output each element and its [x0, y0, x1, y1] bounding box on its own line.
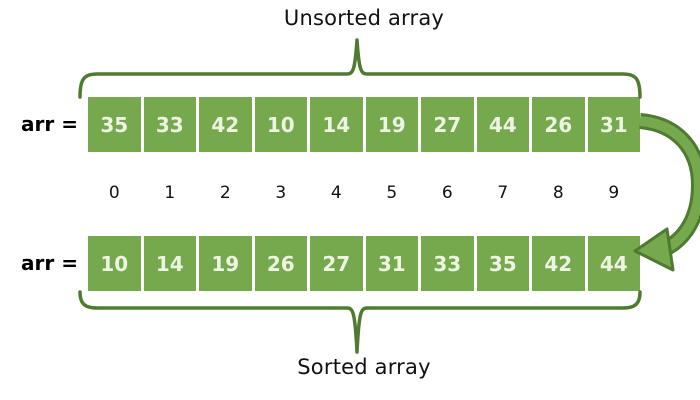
curved-arrow-band-outline: [638, 113, 700, 262]
array-cell: 35: [476, 236, 529, 291]
array-cell: 35: [88, 97, 141, 152]
index-row: 0 1 2 3 4 5 6 7 8 9: [88, 181, 640, 205]
top-brace-icon: [78, 38, 642, 99]
unsorted-array-row: 35 33 42 10 14 19 27 44 26 31: [88, 97, 640, 152]
array-cell: 26: [532, 97, 585, 152]
array-cell: 26: [254, 236, 307, 291]
array-cell: 27: [310, 236, 363, 291]
curved-arrow-icon: [633, 113, 700, 272]
sorted-array-label: arr =: [21, 251, 78, 275]
unsorted-array-label: arr =: [21, 112, 78, 136]
sorted-array-row: 10 14 19 26 27 31 33 35 42 44: [88, 236, 640, 291]
array-cell: 10: [88, 236, 141, 291]
index-label: 2: [219, 183, 231, 203]
bottom-brace-icon: [78, 290, 642, 354]
array-cell: 27: [421, 97, 474, 152]
array-cell: 31: [587, 97, 640, 152]
array-cell: 14: [310, 97, 363, 152]
array-cell: 42: [532, 236, 585, 291]
array-cell: 33: [421, 236, 474, 291]
array-cell: 19: [199, 236, 252, 291]
array-cell: 33: [143, 97, 196, 152]
unsorted-array-title: Unsorted array: [283, 6, 445, 30]
curved-arrow-band-fill: [639, 116, 700, 259]
index-label: 1: [164, 183, 176, 203]
array-cell: 42: [199, 97, 252, 152]
index-label: 3: [275, 183, 287, 203]
array-cell: 31: [365, 236, 418, 291]
array-cell: 19: [365, 97, 418, 152]
index-label: 0: [108, 183, 120, 203]
sorted-array-title: Sorted array: [297, 355, 431, 379]
index-label: 9: [608, 183, 620, 203]
array-cell: 44: [587, 236, 640, 291]
index-label: 5: [386, 183, 398, 203]
curved-arrow-head: [633, 227, 675, 272]
index-label: 8: [552, 183, 564, 203]
index-label: 7: [497, 183, 509, 203]
array-cell: 14: [143, 236, 196, 291]
array-cell: 10: [254, 97, 307, 152]
index-label: 4: [330, 183, 342, 203]
index-label: 6: [441, 183, 453, 203]
array-cell: 44: [476, 97, 529, 152]
